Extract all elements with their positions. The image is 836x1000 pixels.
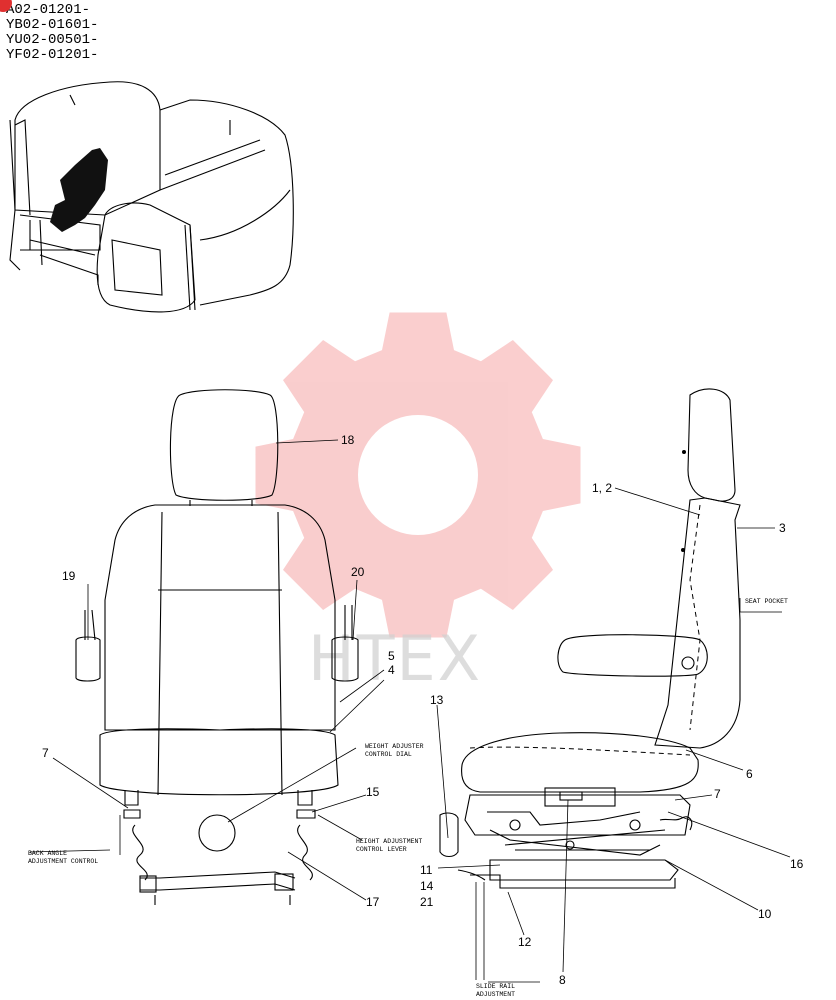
callout-12: 12 <box>518 935 532 949</box>
callout-7b: 7 <box>714 787 721 801</box>
armrest-left <box>75 636 101 682</box>
callout-17: 17 <box>366 895 380 909</box>
leader-lines <box>29 439 791 983</box>
callout-10: 10 <box>758 907 772 921</box>
callout-6: 6 <box>746 767 753 781</box>
seat-side-view <box>439 388 741 889</box>
note-height-adjust-1: HEIGHT ADJUSTMENT <box>356 838 422 845</box>
suspension-base <box>489 859 679 881</box>
seat-front-view <box>75 389 359 905</box>
weight-dial <box>198 814 236 852</box>
seat-cushion-side <box>461 732 699 793</box>
gear-speed-lines <box>255 430 330 495</box>
callout-13: 13 <box>430 693 444 707</box>
suspension-upper <box>464 794 691 836</box>
callout-11: 11 <box>420 863 433 877</box>
serial-3: YU02-00501- <box>6 32 99 48</box>
note-slide-rail-2: ADJUSTMENT <box>476 991 515 998</box>
callout-20: 20 <box>351 565 365 579</box>
status-badge-icon <box>0 0 12 12</box>
cab-overview <box>9 81 294 313</box>
armrest-right <box>331 636 359 682</box>
gear-hole <box>358 415 478 535</box>
headrest-front <box>169 389 279 501</box>
note-weight-adjuster-1: WEIGHT ADJUSTER <box>365 743 424 750</box>
callout-4: 4 <box>388 663 395 677</box>
note-back-angle-2: ADJUSTMENT CONTROL <box>28 858 98 865</box>
note-back-angle-1: BACK ANGLE <box>28 850 67 857</box>
note-seat-pocket: SEAT POCKET <box>745 598 788 605</box>
callout-19: 19 <box>62 569 76 583</box>
callout-8: 8 <box>559 973 566 987</box>
watermark-text: HTEX <box>308 622 482 695</box>
callout-21: 21 <box>420 895 434 909</box>
callout-7a: 7 <box>42 746 49 760</box>
backrest-side <box>654 497 741 749</box>
handle-13 <box>439 812 459 858</box>
note-weight-adjuster-2: CONTROL DIAL <box>365 751 412 758</box>
seat-cushion-front <box>99 728 339 796</box>
callout-1-2: 1, 2 <box>592 481 612 495</box>
headrest-side <box>687 388 736 502</box>
callout-5: 5 <box>388 649 395 663</box>
cab-seat-silhouette <box>50 148 108 232</box>
seat-knobs <box>123 809 316 819</box>
note-slide-rail-1: SLIDE RAIL <box>476 983 515 990</box>
callout-16: 16 <box>790 857 804 871</box>
callout-15: 15 <box>366 785 380 799</box>
backrest-front <box>104 504 336 731</box>
watermark-gear-icon <box>255 312 581 638</box>
serial-2: YB02-01601- <box>6 17 99 33</box>
callout-3: 3 <box>779 521 786 535</box>
callout-18: 18 <box>341 433 355 447</box>
note-height-adjust-2: CONTROL LEVER <box>356 846 407 853</box>
serial-4: YF02-01201- <box>6 47 99 63</box>
callout-14: 14 <box>420 879 434 893</box>
armrest-side <box>557 634 708 677</box>
serial-1: A02-01201- <box>6 2 91 18</box>
